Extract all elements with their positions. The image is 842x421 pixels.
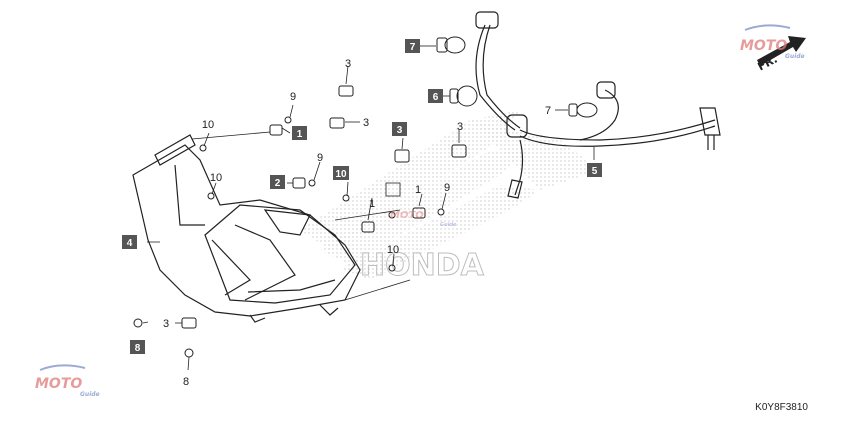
callout-3c: 3 [363, 117, 369, 129]
callout-10c: 10 [210, 172, 222, 184]
bulb-7-right [568, 102, 598, 118]
callout-9c: 9 [444, 182, 450, 194]
callout-8b: 8 [183, 376, 189, 388]
bulb-7-top [436, 36, 466, 54]
callout-10d: 10 [387, 244, 399, 256]
callout-box-8 [130, 340, 145, 354]
headlight-housing [132, 134, 361, 323]
callout-box-6 [428, 89, 443, 103]
callout-1c: 1 [369, 198, 375, 210]
callout-10b: 10 [202, 119, 214, 131]
honda-text: HONDA [360, 248, 485, 283]
callout-box-3 [392, 122, 407, 136]
arrow-icon [757, 36, 806, 66]
watermark-center: MOTO Guide [390, 210, 457, 228]
watermark-main-center: MOTO [390, 210, 424, 221]
leader-lines [142, 45, 595, 371]
callout-empty-box [385, 182, 401, 197]
honda-wing-logo: HONDA [300, 110, 600, 284]
wire-harness [475, 11, 721, 199]
callout-3e: 3 [163, 318, 169, 330]
watermark-main-bottom: MOTO [35, 376, 82, 392]
callout-box-5 [587, 163, 602, 177]
watermark-sub-bottom: Guide [80, 391, 100, 398]
callout-8a: 8 [135, 343, 141, 354]
watermark-top-right: MOTO Guide [740, 24, 805, 60]
callout-box-2 [270, 175, 285, 189]
callouts: 1 2 3 4 5 6 7 8 10 1 3 3 3 3 7 8 9 9 9 1… [122, 39, 602, 388]
callout-1a: 1 [297, 129, 303, 140]
watermark-bottom-left: MOTO Guide [35, 364, 100, 398]
callout-box-4 [122, 235, 137, 249]
watermark-sub-top: Guide [785, 53, 805, 60]
callout-6: 6 [433, 92, 439, 103]
callout-box-7 [405, 39, 420, 53]
clips-and-screws [133, 85, 467, 358]
bulb-6-headlight [449, 85, 478, 107]
callout-7a: 7 [410, 42, 416, 53]
callout-10a: 10 [335, 169, 347, 180]
callout-9b: 9 [317, 152, 323, 164]
diagram-code: K0Y8F3810 [755, 402, 808, 413]
watermark-main-top: MOTO [740, 38, 787, 54]
callout-2: 2 [275, 178, 281, 189]
callout-3a: 3 [397, 125, 403, 136]
callout-3b: 3 [345, 58, 351, 70]
callout-box-10 [333, 166, 349, 180]
callout-3d: 3 [457, 121, 463, 133]
callout-box-1 [292, 126, 307, 140]
callout-1b: 1 [415, 184, 421, 196]
callout-5: 5 [592, 166, 598, 177]
callout-7b: 7 [545, 105, 551, 117]
callout-9a: 9 [290, 91, 296, 103]
callout-4: 4 [127, 238, 133, 249]
watermark-sub-center: Guide [440, 222, 457, 228]
